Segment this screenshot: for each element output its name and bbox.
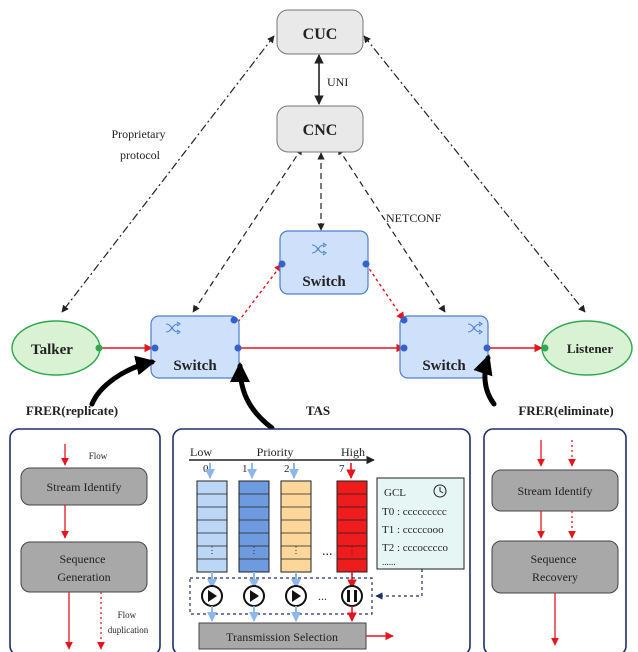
gate-2-open-icon bbox=[285, 585, 307, 607]
pointer-frer-replicate bbox=[89, 355, 156, 407]
queue-id-2: 2 bbox=[284, 463, 290, 475]
gcl-row-3: ...... bbox=[382, 557, 396, 567]
queue-id-7: 7 bbox=[339, 463, 345, 475]
talker-label: Talker bbox=[31, 342, 73, 358]
svg-text:⋮: ⋮ bbox=[348, 545, 357, 555]
frer-rep-sequence-line1: Sequence bbox=[60, 552, 106, 566]
gcl-title: GCL bbox=[384, 487, 406, 499]
queue-2: ⋮ bbox=[280, 480, 312, 573]
gate-row-box bbox=[189, 577, 373, 615]
gcl-row-1: T1 : cccccooo bbox=[382, 524, 444, 536]
cuc-listener-link bbox=[363, 35, 586, 313]
frer-rep-sequence-label: Sequence Generation bbox=[57, 552, 110, 584]
talker-port bbox=[95, 344, 103, 352]
switch-top-label: Switch bbox=[302, 274, 346, 290]
proprietary-label: Proprietary protocol bbox=[112, 127, 169, 162]
priority-low-label: Low bbox=[190, 445, 212, 459]
switch-top-icon bbox=[311, 242, 327, 256]
frer-elim-sequence-line2: Recovery bbox=[532, 570, 578, 584]
switch-right-icon bbox=[467, 321, 483, 335]
gate-0-open-icon bbox=[201, 585, 223, 607]
frer-rep-flow-label: Flow bbox=[89, 451, 108, 461]
frer-elim-sequence-line1: Sequence bbox=[531, 552, 577, 566]
gate-1-open-icon bbox=[243, 585, 265, 607]
priority-label: Priority bbox=[257, 445, 294, 459]
gcl-row-0: T0 : ccccccccc bbox=[382, 506, 447, 518]
priority-high-label: High bbox=[341, 445, 365, 459]
transmission-selection-box bbox=[198, 622, 367, 650]
queue-ellipsis: ... bbox=[322, 544, 333, 559]
listener-port bbox=[541, 344, 549, 352]
cnc-switch-left-link bbox=[192, 147, 303, 313]
frer-rep-dup-line2: duplication bbox=[108, 625, 149, 635]
transmission-selection-label: Transmission Selection bbox=[226, 630, 338, 644]
queue-id-0: 0 bbox=[203, 463, 209, 475]
tas-panel: Low Priority High 0 1 2 7 ⋮ ⋮ ⋮ ... bbox=[172, 428, 471, 652]
cuc-label: CUC bbox=[303, 26, 338, 43]
gcl-control-arrow bbox=[375, 569, 423, 600]
pointer-tas bbox=[230, 362, 275, 431]
frer-rep-sequence-line2: Generation bbox=[57, 570, 110, 584]
clock-icon bbox=[433, 484, 447, 498]
cnc-switch-right-link bbox=[337, 147, 446, 313]
netconf-label: NETCONF bbox=[386, 211, 442, 225]
switch-left: Switch bbox=[150, 315, 242, 379]
svg-text:⋮: ⋮ bbox=[292, 545, 301, 555]
frer-elim-stream-identify-label: Stream Identify bbox=[518, 484, 593, 498]
tas-title: TAS bbox=[306, 403, 330, 418]
replicate-path-b bbox=[365, 263, 405, 321]
queue-id-1: 1 bbox=[242, 463, 248, 475]
frer-elim-sequence-label: Sequence Recovery bbox=[531, 552, 580, 584]
gate-7-closed-icon bbox=[341, 585, 363, 607]
svg-text:⋮: ⋮ bbox=[208, 545, 217, 555]
switch-right-label: Switch bbox=[422, 358, 466, 374]
frer-rep-sequence-box bbox=[20, 541, 148, 593]
proprietary-line2: protocol bbox=[120, 148, 161, 162]
gcl-box bbox=[376, 477, 465, 570]
frer-eliminate-title: FRER(eliminate) bbox=[518, 403, 613, 418]
switch-left-label: Switch bbox=[173, 358, 217, 374]
frer-replicate-panel: Flow Stream Identify Sequence Generation… bbox=[9, 428, 161, 652]
frer-rep-dup-label: Flow duplication bbox=[108, 610, 149, 635]
cuc-box bbox=[276, 9, 364, 55]
listener-label: Listener bbox=[567, 341, 613, 356]
gcl-row-2: T2 : cccocccco bbox=[382, 542, 448, 554]
cuc-talker-link bbox=[61, 35, 275, 313]
frer-eliminate-panel: Stream Identify Sequence Recovery bbox=[483, 428, 627, 652]
uni-label: UNI bbox=[327, 75, 348, 89]
cnc-box bbox=[276, 105, 364, 153]
replicate-path-a bbox=[237, 263, 283, 323]
frer-rep-stream-identify-box bbox=[20, 467, 148, 506]
frer-rep-stream-identify-label: Stream Identify bbox=[47, 480, 122, 494]
switch-top: Switch bbox=[278, 230, 370, 295]
frer-elim-sequence-box bbox=[491, 540, 619, 594]
queue-7: ⋮ bbox=[336, 480, 368, 573]
pointer-frer-eliminate bbox=[473, 354, 497, 407]
switch-left-icon bbox=[165, 321, 181, 335]
frer-replicate-title: FRER(replicate) bbox=[26, 403, 118, 418]
svg-text:⋮: ⋮ bbox=[250, 545, 259, 555]
cnc-label: CNC bbox=[303, 122, 338, 139]
queue-0: ⋮ bbox=[196, 480, 228, 573]
queue-1: ⋮ bbox=[238, 480, 270, 573]
frer-rep-dup-line1: Flow bbox=[118, 610, 137, 620]
switch-right: Switch bbox=[399, 315, 491, 379]
frer-elim-stream-identify-box bbox=[491, 469, 619, 512]
proprietary-line1: Proprietary bbox=[112, 127, 166, 141]
gate-ellipsis: ... bbox=[318, 589, 327, 603]
